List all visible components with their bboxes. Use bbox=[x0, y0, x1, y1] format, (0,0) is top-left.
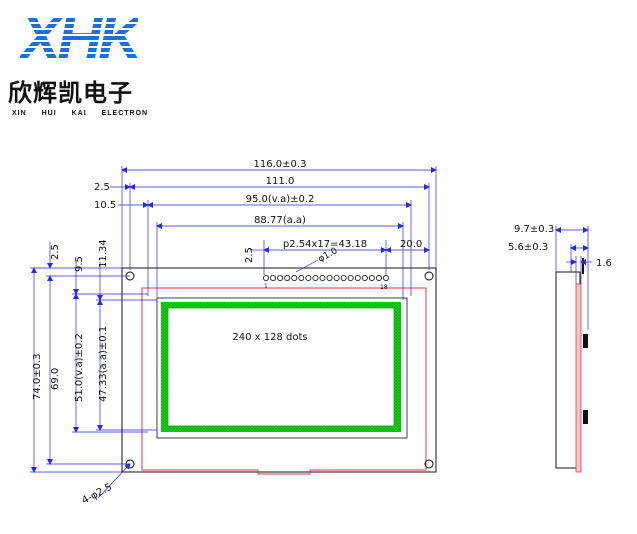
company-logo: XHK 欣辉凯电子 XIN HUI KAI ELECTRON bbox=[0, 0, 160, 125]
side-dim-label-9-7: 9.7±0.3 bbox=[514, 224, 554, 235]
pin-pad bbox=[333, 274, 340, 281]
dim-label-51: 51.0(v.a)±0.2 bbox=[74, 333, 85, 402]
pin-pad bbox=[347, 274, 354, 281]
pin-pad bbox=[277, 274, 284, 281]
dim-label-111: 111.0 bbox=[266, 176, 295, 187]
side-dim-label-5-6: 5.6±0.3 bbox=[508, 242, 548, 253]
pin-header bbox=[262, 274, 389, 281]
dim-label-88-77: 88.77(a.a) bbox=[254, 215, 306, 226]
pin-pad bbox=[326, 274, 333, 281]
pin-pad bbox=[305, 274, 312, 281]
dim-label-11-34: 11.34 bbox=[98, 239, 109, 268]
side-dim-label-1-6: 1.6 bbox=[596, 258, 612, 269]
pcb-outline bbox=[141, 287, 427, 475]
mount-hole-br bbox=[424, 459, 434, 469]
dim-label-2-5-left: 2.5 bbox=[94, 182, 110, 193]
pin-pad bbox=[361, 274, 368, 281]
pin-pad bbox=[340, 274, 347, 281]
pin-pad bbox=[284, 274, 291, 281]
resolution-label: 240 x 128 dots bbox=[232, 332, 307, 343]
dim-label-47-33: 47.33(a.a)±0.1 bbox=[98, 326, 109, 402]
dim-label-2-5-pin: 2.5 bbox=[244, 247, 255, 263]
dim-label-95: 95.0(v.a)±0.2 bbox=[246, 194, 315, 205]
logo-mark: XHK bbox=[20, 4, 143, 73]
pin-pad bbox=[291, 274, 298, 281]
pin-pad bbox=[354, 274, 361, 281]
dim-label-20: 20.0 bbox=[400, 239, 422, 250]
dim-label-116: 116.0±0.3 bbox=[254, 159, 307, 170]
side-component-2 bbox=[583, 410, 588, 424]
pin-pad bbox=[382, 274, 389, 281]
dim-label-pitch: p2.54x17=43.18 bbox=[283, 239, 367, 250]
dim-label-2-5-top: 2.5 bbox=[50, 244, 61, 260]
logo-english-name: XIN HUI KAI ELECTRON bbox=[12, 110, 149, 117]
side-component-1 bbox=[583, 334, 588, 348]
leader-phi1 bbox=[295, 259, 319, 273]
dim-label-74: 74.0±0.3 bbox=[32, 353, 43, 400]
pin-pad bbox=[319, 274, 326, 281]
active-area-inner bbox=[167, 307, 395, 427]
pin-pad bbox=[375, 274, 382, 281]
dim-label-69: 69.0 bbox=[50, 368, 61, 390]
dim-label-10-5: 10.5 bbox=[94, 200, 116, 211]
pin-last-label: 18 bbox=[380, 284, 388, 291]
module-outline bbox=[121, 267, 437, 473]
logo-chinese-name: 欣辉凯电子 bbox=[8, 79, 133, 107]
pin-pad bbox=[262, 274, 269, 281]
mount-hole-tr bbox=[424, 271, 434, 281]
pin-first-label: 1 bbox=[264, 283, 268, 290]
pin-pad bbox=[312, 274, 319, 281]
pin-pad bbox=[368, 274, 375, 281]
pin-pad bbox=[270, 274, 277, 281]
dim-label-9-5: 9.5 bbox=[74, 256, 85, 272]
side-pcb bbox=[575, 283, 582, 473]
leader-mount-holes bbox=[97, 463, 131, 499]
mount-holes-label: 4-φ2.5 bbox=[80, 482, 114, 507]
viewing-area-frame bbox=[156, 297, 408, 439]
front-view: 240 x 128 dots 1 18 bbox=[30, 159, 437, 507]
extension-lines bbox=[30, 166, 437, 473]
side-view: 9.7±0.3 5.6±0.3 1.6 bbox=[508, 224, 612, 473]
side-pin-header bbox=[582, 258, 584, 274]
pin-pad bbox=[298, 274, 305, 281]
